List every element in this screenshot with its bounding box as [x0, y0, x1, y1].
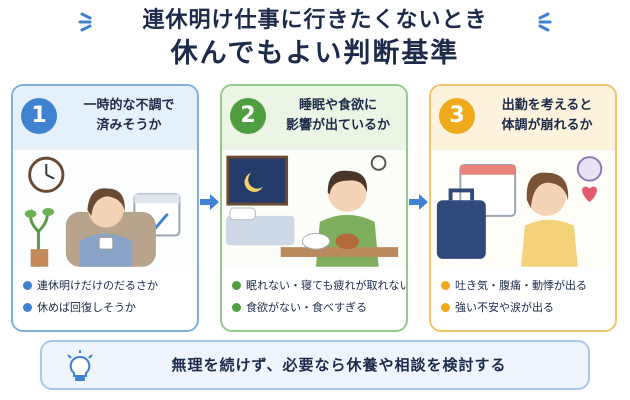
- bullet-text: 食欲がない・食べすぎる: [246, 301, 367, 314]
- bullet-text: 休めば回復しそうか: [37, 301, 136, 314]
- list-item: 強い不安や涙が出る: [441, 296, 615, 318]
- lightbulb-icon: [67, 350, 93, 381]
- card-header: 1 一時的な不調で 済みそうか: [13, 86, 197, 150]
- tired-woman-illustration: [13, 151, 197, 267]
- card-heading: 一時的な不調で 済みそうか: [61, 96, 197, 136]
- card-heading: 出勤を考えると 体調が崩れるか: [479, 96, 615, 136]
- card-bullets: 連休明けだけのだるさか 休めば回復しそうか: [23, 274, 197, 318]
- criteria-card-1: 1 一時的な不調で 済みそうか 連休明けだけのだるさか: [11, 84, 199, 332]
- page-title-line2: 休んでもよい判断基準: [170, 38, 460, 69]
- card-heading-line: 済みそうか: [96, 118, 162, 133]
- card-header: 3 出勤を考えると 体調が崩れるか: [431, 86, 615, 150]
- sparkle-icon: [78, 12, 92, 32]
- clock-icon: [28, 156, 65, 193]
- advice-banner: 無理を続けず、必要なら休養や相談を検討する: [40, 340, 590, 390]
- card-header: 2 睡眠や食欲に 影響が出ているか: [222, 86, 406, 150]
- card-heading-line: 影響が出ているか: [285, 118, 390, 133]
- bullet-text: 眠れない・寝ても疲れが取れない: [246, 279, 408, 292]
- card-bullets: 吐き気・腹痛・動悸が出る 強い不安や涙が出る: [441, 274, 615, 318]
- bullet-dot-icon: [232, 280, 241, 290]
- card-bullets: 眠れない・寝ても疲れが取れない 食欲がない・食べすぎる: [232, 274, 408, 318]
- bullet-dot-icon: [23, 302, 32, 312]
- title-block: 連休明け仕事に行きたくないとき 休んでもよい判断基準: [0, 6, 630, 72]
- list-item: 眠れない・寝ても疲れが取れない: [232, 274, 408, 296]
- sparkle-icon: [538, 12, 552, 32]
- card-heading-line: 出勤を考えると: [501, 98, 593, 113]
- stomach-icon: [576, 156, 603, 182]
- bag-icon: [436, 188, 486, 259]
- list-item: 休めば回復しそうか: [23, 296, 197, 318]
- card-number: 3: [439, 98, 475, 134]
- arrow-right-icon: [409, 194, 428, 210]
- advice-text: 無理を続けず、必要なら休養や相談を検討する: [171, 356, 507, 374]
- card-heading-line: 一時的な不調で: [83, 98, 175, 113]
- card-heading-line: 睡眠や食欲に: [298, 98, 377, 113]
- card-heading-line: 体調が崩れるか: [501, 118, 593, 133]
- arrow-right-icon: [200, 194, 219, 210]
- moon-icon: [244, 172, 264, 192]
- bullet-dot-icon: [441, 280, 450, 290]
- bullet-dot-icon: [232, 302, 241, 312]
- heart-icon: [582, 186, 597, 203]
- criteria-card-2: 2 睡眠や食欲に 影響が出ているか 眠れない・寝ても疲れが取れない 食欲がない・…: [220, 84, 408, 332]
- page-title-line1: 連休明け仕事に行きたくないとき: [142, 8, 488, 33]
- tired-man-illustration: [222, 151, 406, 267]
- anxious-woman-illustration: [431, 151, 615, 267]
- bullet-dot-icon: [23, 280, 32, 290]
- criteria-card-3: 3 出勤を考えると 体調が崩れるか 吐き気・腹痛・動悸が出る: [429, 84, 617, 332]
- card-heading: 睡眠や食欲に 影響が出ているか: [270, 96, 406, 136]
- card-number: 1: [21, 98, 57, 134]
- bullet-text: 強い不安や涙が出る: [455, 301, 554, 314]
- list-item: 食欲がない・食べすぎる: [232, 296, 406, 318]
- card-number: 2: [230, 98, 266, 134]
- list-item: 吐き気・腹痛・動悸が出る: [441, 274, 615, 296]
- bullet-text: 連休明けだけのだるさか: [37, 279, 158, 292]
- bullet-text: 吐き気・腹痛・動悸が出る: [455, 279, 587, 292]
- bullet-dot-icon: [441, 302, 450, 312]
- list-item: 連休明けだけのだるさか: [23, 274, 197, 296]
